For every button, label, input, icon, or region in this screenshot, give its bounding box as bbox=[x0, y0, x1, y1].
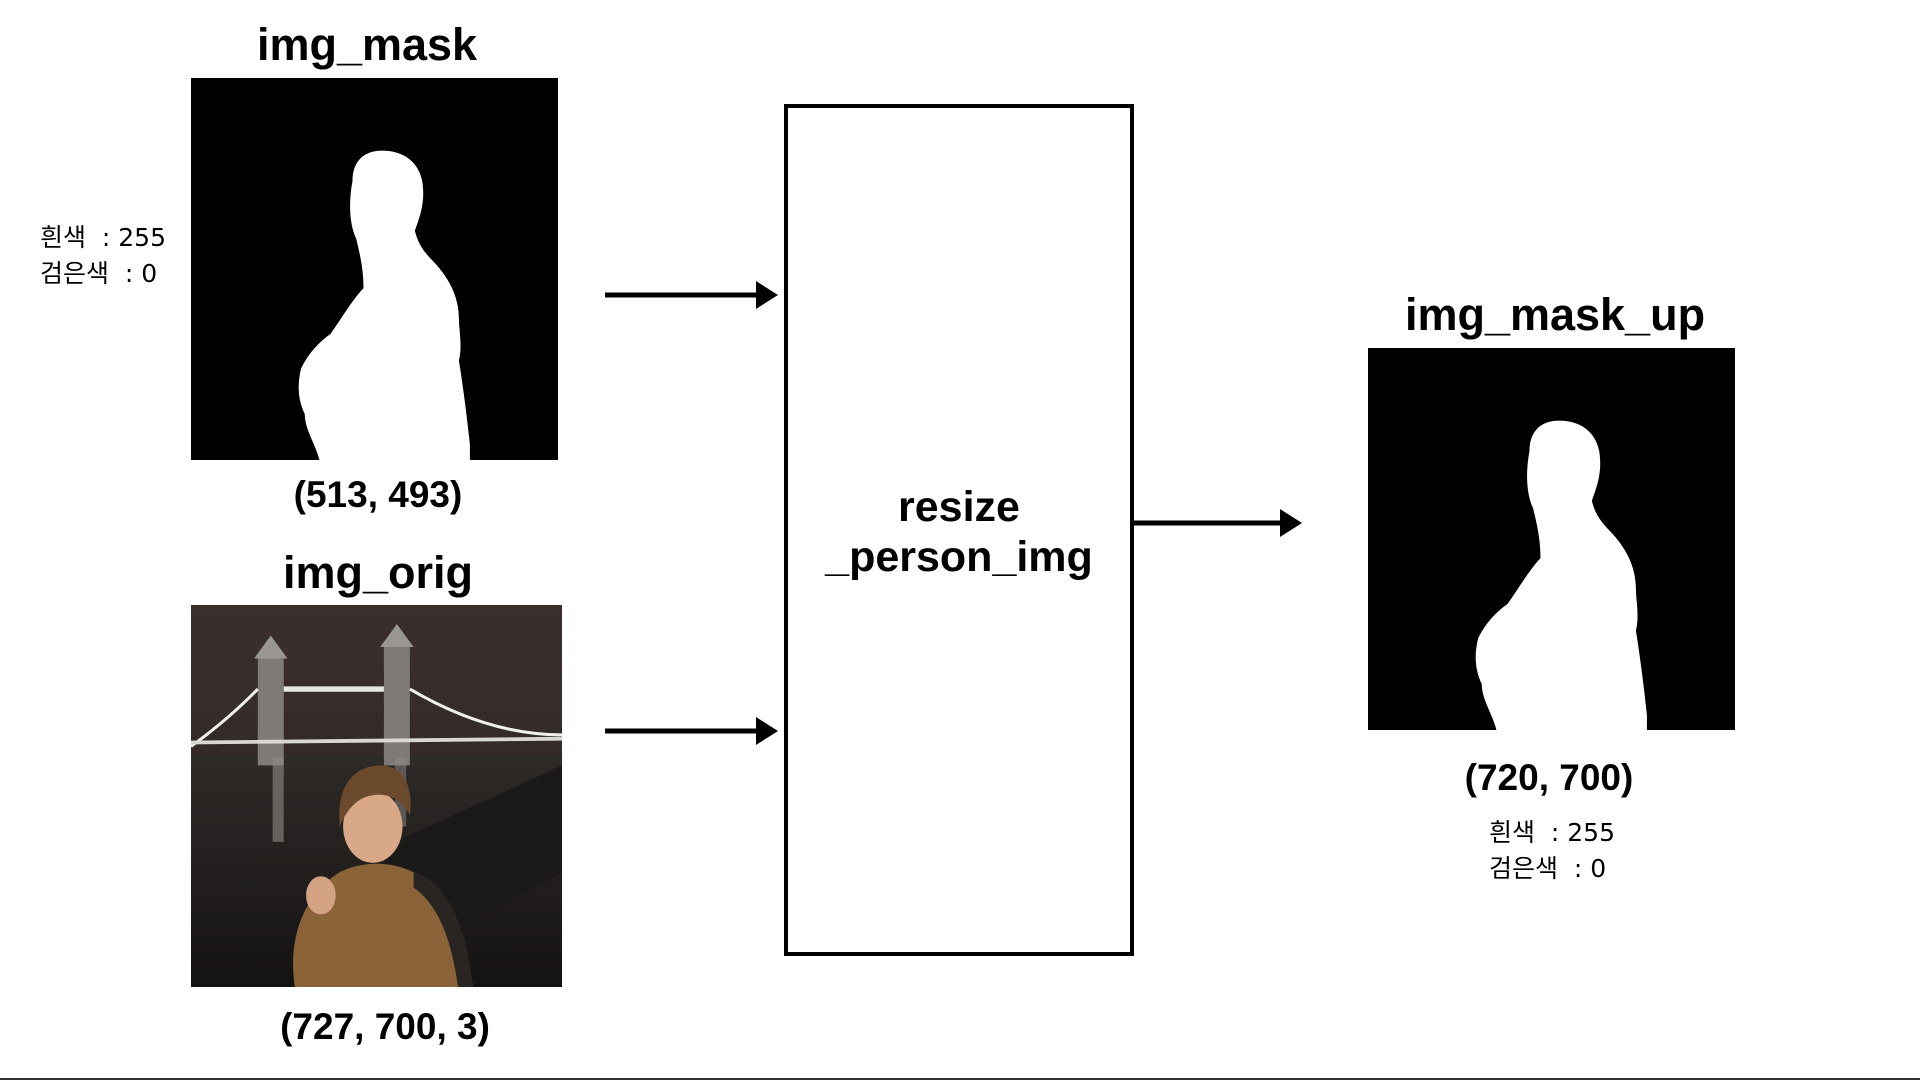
arrow-orig-to-resize bbox=[605, 717, 778, 745]
img-mask-up-legend: 흰색 : 255 검은색 : 0 bbox=[1489, 815, 1615, 887]
process-label-line1: resize bbox=[898, 483, 1020, 531]
img-orig-photo bbox=[191, 605, 562, 987]
legend-white-value: 흰색 : 255 bbox=[40, 223, 166, 252]
img-mask-shape: (513, 493) bbox=[293, 474, 463, 515]
mask-up-silhouette bbox=[1368, 348, 1735, 730]
legend-white-value: 흰색 : 255 bbox=[1489, 818, 1615, 847]
img-mask-image bbox=[191, 78, 558, 460]
resize-person-img-label: resize _person_img bbox=[784, 482, 1134, 582]
legend-black-value: 검은색 : 0 bbox=[1489, 854, 1607, 883]
img-mask-up-image bbox=[1368, 348, 1735, 730]
img-mask-up-title: img_mask_up bbox=[1404, 289, 1706, 340]
img-mask-legend: 흰색 : 255 검은색 : 0 bbox=[40, 220, 166, 292]
img-orig-title: img_orig bbox=[282, 547, 474, 598]
arrow-mask-to-resize bbox=[605, 281, 778, 309]
legend-black-value: 검은색 : 0 bbox=[40, 259, 158, 288]
arrow-resize-to-output bbox=[1134, 509, 1302, 537]
resize-person-img-box bbox=[784, 104, 1134, 956]
bottom-rule bbox=[0, 1078, 1920, 1080]
img-mask-up-shape: (720, 700) bbox=[1464, 757, 1634, 798]
process-label-line2: _person_img bbox=[825, 533, 1093, 581]
mask-silhouette bbox=[191, 78, 558, 460]
orig-photo-scene bbox=[191, 605, 562, 987]
img-orig-shape: (727, 700, 3) bbox=[280, 1006, 490, 1047]
img-mask-title: img_mask bbox=[256, 19, 478, 70]
